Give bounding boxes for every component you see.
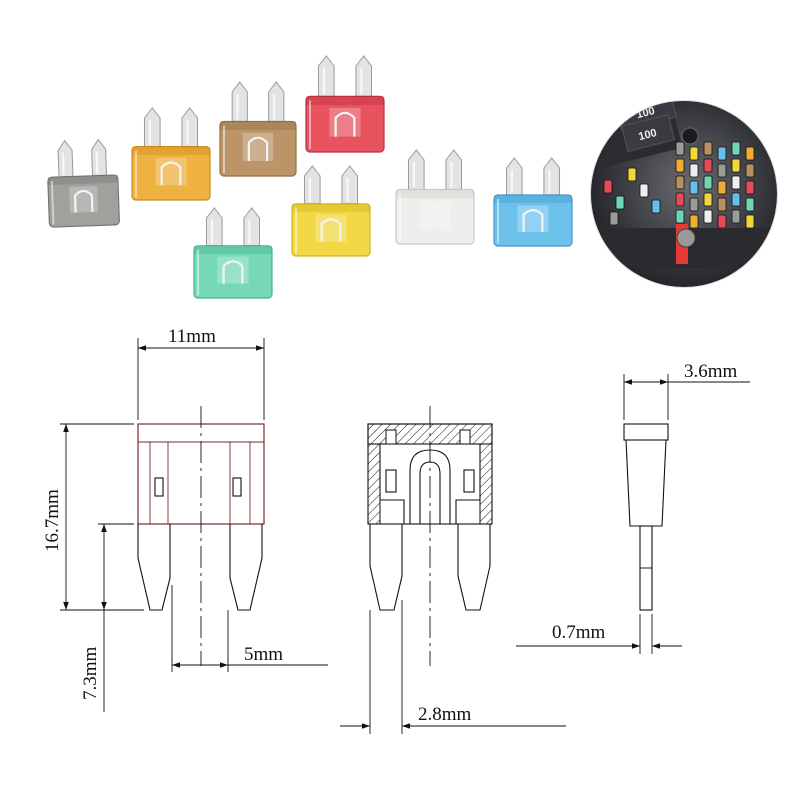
dim-width-label: 11mm [168,326,216,347]
dim-height-label: 16.7mm [42,489,63,552]
front-view: 11mm 16.7mm 7.3mm 5mm [42,326,328,712]
section-view: 2.8mm [340,406,566,734]
left-blade [137,524,171,611]
left-window [154,477,164,497]
section-left-blade [369,524,403,611]
dim-spacing-label: 5mm [244,644,283,665]
right-blade [229,524,263,611]
dim-blade-thickness-label: 0.7mm [552,622,606,643]
relay-label-b: 100 [637,127,658,143]
right-window [232,477,242,497]
front-body-outline [137,423,265,525]
dim-blade-length-label: 7.3mm [80,646,101,700]
fuse-slots [603,141,755,229]
fuse-red [305,55,385,153]
terminal-bolt [676,228,696,248]
fuse-amber [131,107,211,201]
fuse-clear [395,149,475,245]
fuse-box-photo: 100 100 [590,100,778,288]
fuse-grey [47,138,120,228]
fuse-blue [493,157,573,247]
side-cap [623,423,669,441]
fuse-teal [193,207,273,299]
side-body [625,439,667,527]
fuse-tan [219,81,297,177]
dim-blade-width-label: 2.8mm [418,704,472,725]
side-view: 3.6mm 0.7mm [516,361,750,654]
section-right-blade [457,524,491,611]
fuse-yellow [291,165,371,257]
fuse-photo-row [47,55,573,299]
dim-body-thickness-label: 3.6mm [684,361,738,382]
